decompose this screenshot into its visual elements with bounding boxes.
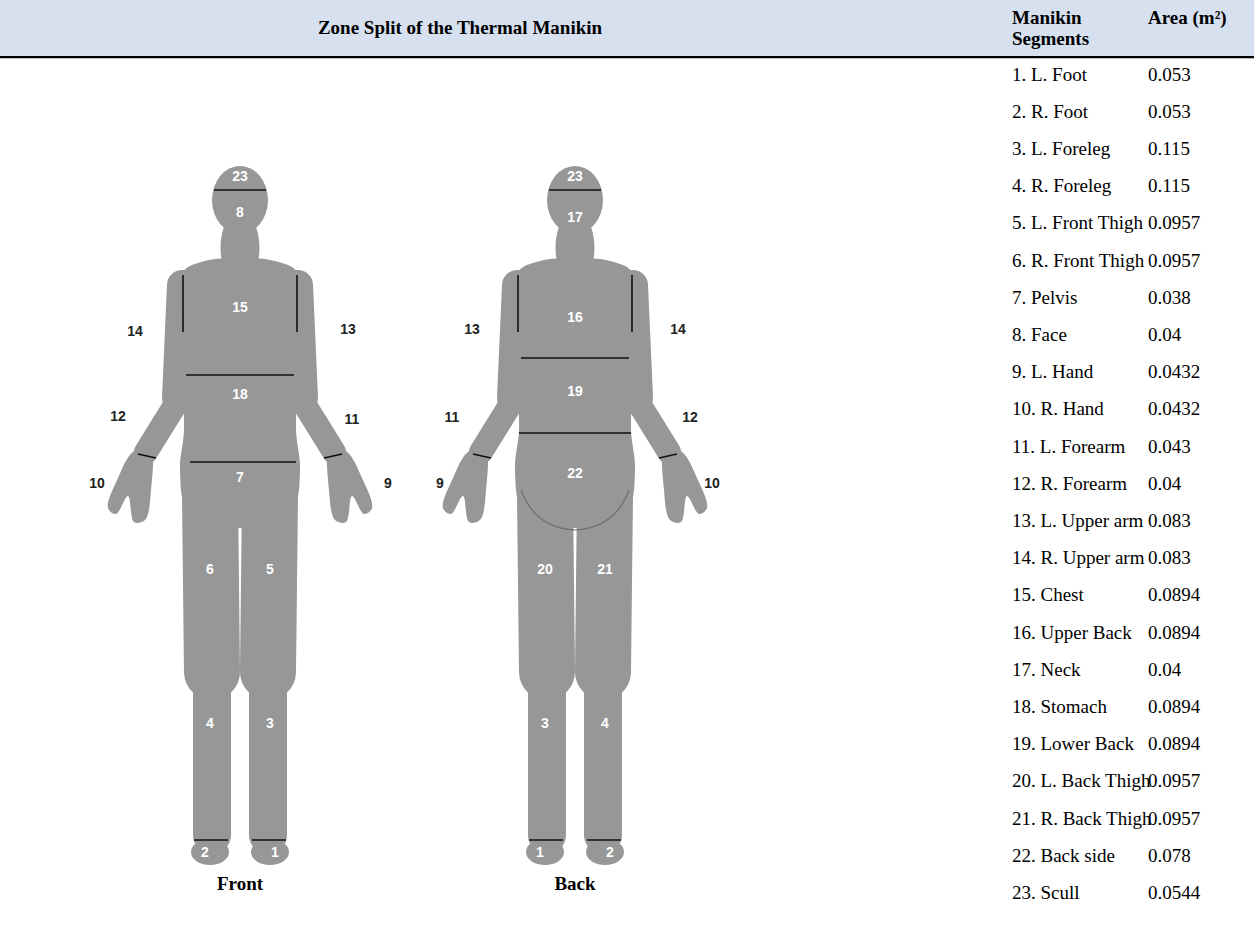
segment-cell: 15. Chest [1012, 585, 1084, 606]
zone-number: 2 [201, 845, 209, 860]
header-cell: Area (m²) [1148, 8, 1227, 29]
area-cell: 0.0957 [1148, 809, 1200, 830]
area-cell: 0.0957 [1148, 213, 1200, 234]
segment-cell: 13. L. Upper arm [1012, 511, 1143, 532]
zone-number: 17 [567, 210, 583, 225]
zone-number: 9 [384, 476, 392, 491]
zone-number: 7 [236, 470, 244, 485]
segment-cell: 20. L. Back Thigh [1012, 771, 1150, 792]
segment-cell: 8. Face [1012, 325, 1067, 346]
zone-number: 23 [232, 169, 248, 184]
area-cell: 0.04 [1148, 325, 1181, 346]
area-cell: 0.0894 [1148, 623, 1200, 644]
zone-number: 2 [606, 845, 614, 860]
zone-number: 12 [682, 410, 698, 425]
zone-number: 4 [206, 716, 214, 731]
zone-number: 15 [232, 300, 248, 315]
area-cell: 0.115 [1148, 139, 1190, 160]
manikin-back [443, 166, 708, 865]
area-cell: 0.053 [1148, 65, 1191, 86]
zone-number: 23 [567, 169, 583, 184]
zone-number: 8 [236, 205, 244, 220]
segment-cell: 4. R. Foreleg [1012, 176, 1111, 197]
zone-number: 10 [704, 476, 720, 491]
zone-number: 18 [232, 387, 248, 402]
zone-number: 20 [537, 562, 553, 577]
zone-number: 11 [345, 412, 360, 427]
segment-cell: 7. Pelvis [1012, 288, 1077, 309]
zone-number: 1 [271, 845, 279, 860]
zone-number: 5 [266, 562, 274, 577]
zone-number: 4 [601, 716, 609, 731]
zone-number: 14 [670, 322, 686, 337]
zone-number: 10 [89, 476, 105, 491]
zone-number: 3 [266, 716, 274, 731]
area-cell: 0.043 [1148, 437, 1191, 458]
area-cell: 0.0432 [1148, 399, 1200, 420]
zone-number: 14 [127, 324, 143, 339]
area-cell: 0.0544 [1148, 883, 1200, 904]
header-rule [0, 56, 1254, 59]
area-cell: 0.0432 [1148, 362, 1200, 383]
zone-number: 19 [567, 384, 583, 399]
segment-cell: 18. Stomach [1012, 697, 1107, 718]
zone-number: 9 [436, 476, 444, 491]
segment-cell: 1. L. Foot [1012, 65, 1087, 86]
area-cell: 0.04 [1148, 660, 1181, 681]
view-title: Front [217, 874, 263, 895]
area-cell: 0.083 [1148, 511, 1191, 532]
segment-cell: 12. R. Forearm [1012, 474, 1127, 495]
header-cell: Zone Split of the Thermal Manikin [318, 18, 602, 39]
segment-cell: 22. Back side [1012, 846, 1115, 867]
area-cell: 0.0894 [1148, 697, 1200, 718]
zone-number: 12 [110, 409, 126, 424]
zone-number: 13 [340, 322, 356, 337]
segment-cell: 23. Scull [1012, 883, 1080, 904]
area-cell: 0.0957 [1148, 251, 1200, 272]
header-cell: Manikin Segments [1012, 8, 1132, 50]
header-band: Zone Split of the Thermal Manikin Manikin… [0, 0, 1254, 56]
zone-number: 3 [541, 716, 549, 731]
manikin-front [108, 166, 373, 865]
segment-cell: 10. R. Hand [1012, 399, 1104, 420]
area-cell: 0.053 [1148, 102, 1191, 123]
area-cell: 0.083 [1148, 548, 1191, 569]
area-cell: 0.0894 [1148, 734, 1200, 755]
view-title: Back [554, 874, 595, 895]
segment-cell: 11. L. Forearm [1012, 437, 1125, 458]
segment-cell: 16. Upper Back [1012, 623, 1132, 644]
segment-cell: 2. R. Foot [1012, 102, 1088, 123]
zone-number: 11 [445, 410, 460, 425]
segment-cell: 9. L. Hand [1012, 362, 1093, 383]
area-cell: 0.078 [1148, 846, 1191, 867]
segment-cell: 19. Lower Back [1012, 734, 1134, 755]
zone-number: 21 [597, 562, 613, 577]
zone-number: 16 [567, 310, 583, 325]
area-cell: 0.0957 [1148, 771, 1200, 792]
area-cell: 0.115 [1148, 176, 1190, 197]
area-cell: 0.0894 [1148, 585, 1200, 606]
area-cell: 0.04 [1148, 474, 1181, 495]
segment-cell: 17. Neck [1012, 660, 1081, 681]
segment-cell: 21. R. Back Thigh [1012, 809, 1152, 830]
zone-number: 6 [206, 562, 214, 577]
segment-cell: 5. L. Front Thigh [1012, 213, 1143, 234]
zone-number: 22 [567, 466, 583, 481]
zone-number: 13 [464, 322, 480, 337]
zone-number: 1 [536, 845, 544, 860]
segment-cell: 14. R. Upper arm [1012, 548, 1144, 569]
area-cell: 0.038 [1148, 288, 1191, 309]
segment-cell: 3. L. Foreleg [1012, 139, 1110, 160]
segment-cell: 6. R. Front Thigh [1012, 251, 1144, 272]
